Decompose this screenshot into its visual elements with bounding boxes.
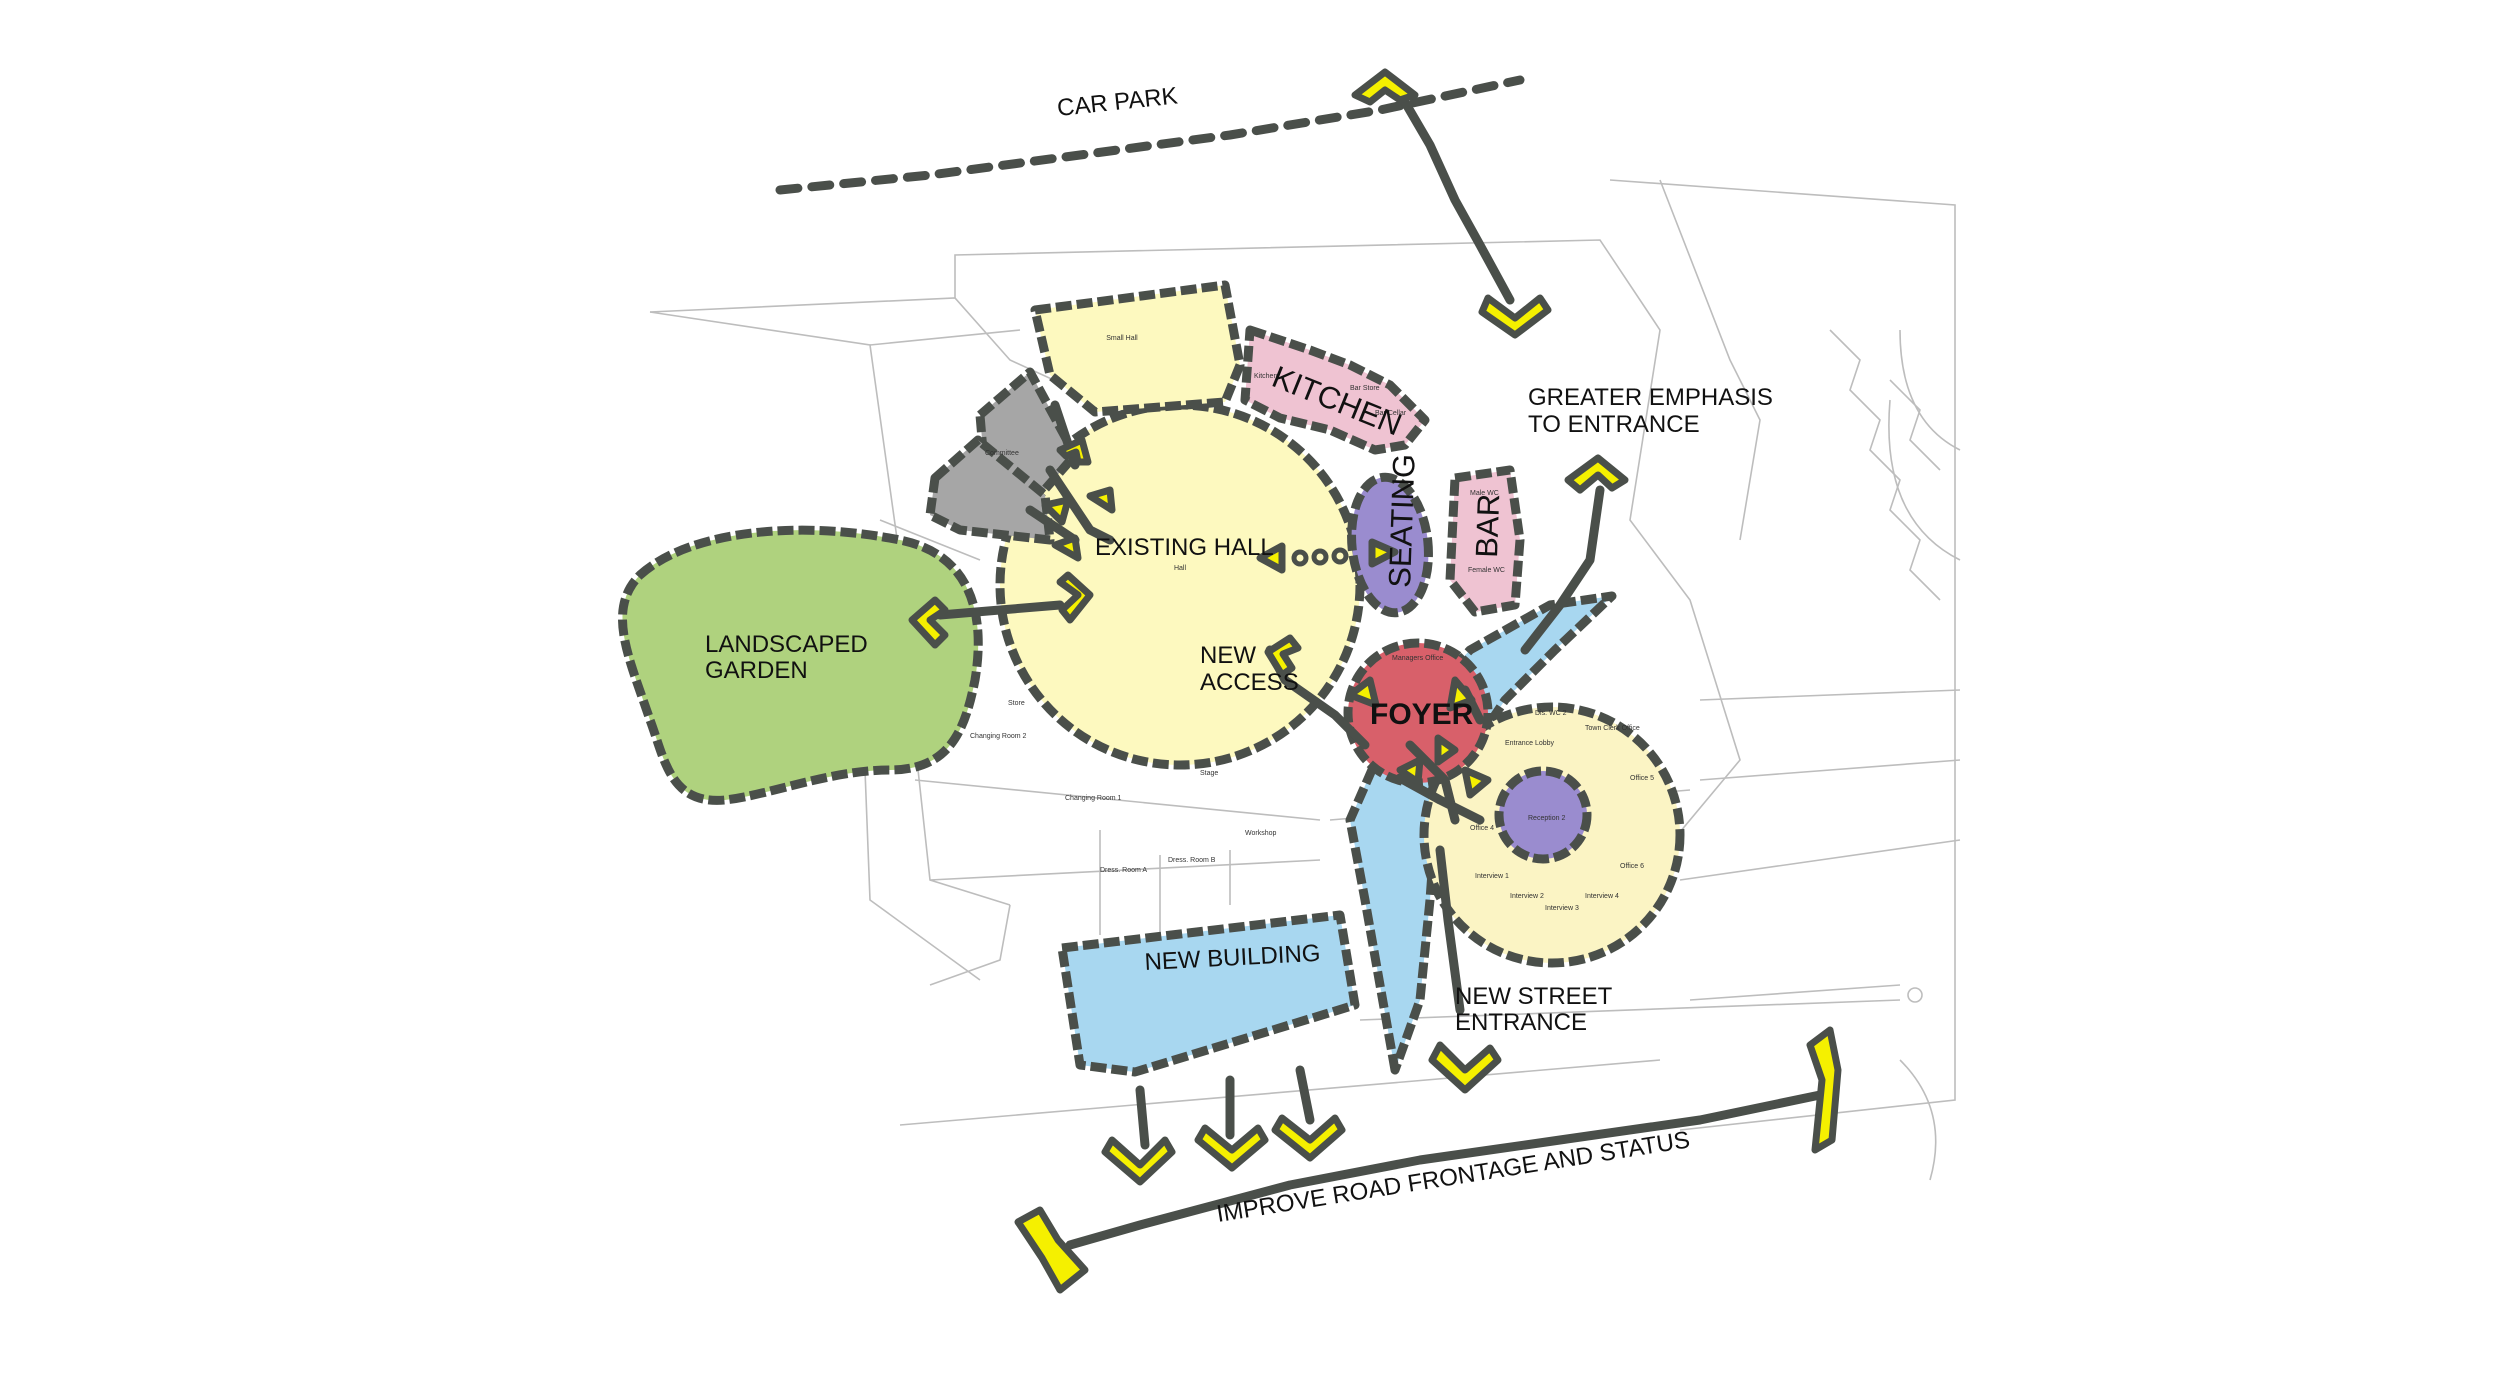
room-label-committee: Committee — [985, 450, 1019, 457]
new-street-entrance-label-line1: NEW STREET — [1455, 983, 1613, 1010]
seating-label: SEATING — [1382, 453, 1422, 588]
landscaped-garden-label-line1: LANDSCAPED — [705, 631, 868, 658]
road-frontage-path — [1065, 1090, 1825, 1250]
room-label-male-wc: Male WC — [1470, 490, 1499, 497]
committee-room-lower — [925, 435, 1055, 545]
room-label-entrance-lobby: Entrance Lobby — [1505, 740, 1555, 747]
room-label-town-clerk-office: Town Clerk Office — [1585, 725, 1640, 732]
main-labels: CAR PARK GREATER EMPHASIS TO ENTRANCE KI… — [705, 82, 1773, 1227]
room-label-managers-office: Managers Office — [1392, 655, 1443, 662]
room-label-office-4: Office 4 — [1470, 825, 1494, 832]
room-label-office-6: Office 6 — [1620, 863, 1644, 870]
room-label-kitchen: Kitchen — [1254, 373, 1277, 380]
room-label-changing-room-2: Changing Room 2 — [970, 733, 1027, 740]
seating-zone — [1347, 472, 1433, 618]
room-label-interview-2: Interview 2 — [1510, 893, 1544, 900]
room-label-small-hall: Small Hall — [1106, 335, 1138, 342]
landscaped-garden-label-line2: GARDEN — [705, 657, 808, 684]
bar-label: BAR — [1469, 493, 1506, 558]
room-label-office-5: Office 5 — [1630, 775, 1654, 782]
room-label-female-wc: Female WC — [1468, 567, 1505, 574]
room-label-bar-store: Bar Store — [1350, 385, 1380, 392]
foyer-label: FOYER — [1370, 698, 1474, 731]
new-access-label-line1: NEW — [1200, 642, 1256, 669]
room-label-interview-4: Interview 4 — [1585, 893, 1619, 900]
room-label-changing-room-1: Changing Room 1 — [1065, 795, 1122, 802]
circulation-paths — [935, 80, 1605, 1150]
room-label-bar-cellar: Bar Cellar — [1375, 410, 1407, 417]
new-street-entrance-label-line2: ENTRANCE — [1455, 1009, 1587, 1036]
room-label-dis-wc: Dis. WC 2 — [1535, 710, 1567, 717]
room-label-reception: Reception 2 — [1528, 815, 1565, 822]
direction-arrows — [908, 68, 1842, 1294]
new-building-zone — [1057, 910, 1360, 1077]
kitchen-zone — [1240, 325, 1430, 455]
greater-emphasis-label-line2: TO ENTRANCE — [1528, 411, 1700, 438]
room-labels: Small Hall Kitchen Bar Store Bar Cellar … — [970, 335, 1654, 912]
room-label-hall: Hall — [1174, 565, 1187, 572]
room-label-store: Store — [1008, 700, 1025, 707]
greater-emphasis-label-line1: GREATER EMPHASIS — [1528, 384, 1773, 411]
new-access-label-line2: ACCESS — [1200, 669, 1299, 696]
bar-zone — [1445, 465, 1525, 617]
existing-hall-label: EXISTING HALL — [1095, 534, 1274, 561]
dotted-axis — [1256, 538, 1399, 574]
room-label-dress-room-a: Dress. Room A — [1100, 867, 1147, 874]
room-label-dress-room-b: Dress. Room B — [1168, 857, 1216, 864]
small-hall-zone — [1030, 280, 1245, 417]
reception-zone — [1494, 766, 1592, 864]
room-label-stage: Stage — [1200, 770, 1218, 777]
room-label-interview-1: Interview 1 — [1475, 873, 1509, 880]
landscaped-garden-zone — [618, 525, 983, 805]
car-park-label: CAR PARK — [1056, 82, 1179, 121]
room-label-interview-3: Interview 3 — [1545, 905, 1579, 912]
room-label-workshop: Workshop — [1245, 830, 1276, 837]
